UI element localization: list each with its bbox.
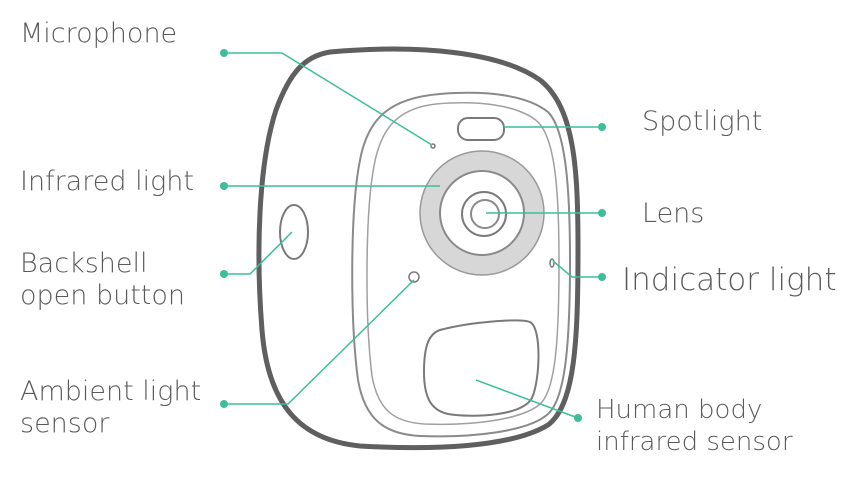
leader-lens-dot — [598, 209, 606, 217]
leader-backshell — [224, 231, 293, 275]
camera-front-face — [351, 91, 572, 438]
leader-microphone — [224, 52, 433, 146]
spotlight-shape — [457, 117, 505, 141]
indicator-light-shape — [549, 258, 555, 268]
leader-indicator-light — [552, 260, 602, 278]
leader-ambient-light-dot — [220, 400, 228, 408]
camera-outer-shell — [256, 46, 581, 451]
label-ambient-line2: sensor — [20, 408, 110, 439]
leader-microphone-dot — [220, 49, 228, 57]
lens-outer — [461, 191, 507, 237]
label-backshell-open-button: Backshell open button — [20, 248, 185, 312]
label-backshell-line1: Backshell — [20, 248, 148, 279]
label-indicator-light: Indicator light — [622, 262, 837, 298]
label-microphone: Microphone — [20, 18, 178, 49]
leader-indicator-light-dot — [598, 273, 606, 281]
leader-spotlight-dot — [598, 123, 606, 131]
label-ambient-light-sensor: Ambient light sensor — [20, 376, 201, 440]
leader-human-sensor — [475, 379, 579, 419]
leader-ambient-light — [224, 279, 415, 405]
lens-inner — [470, 199, 500, 229]
backshell-open-button-shape — [279, 204, 309, 260]
camera-front-face-inner — [366, 102, 560, 426]
leader-infrared-light-dot — [220, 182, 228, 190]
label-lens: Lens — [642, 198, 705, 229]
human-body-sensor-shape — [422, 319, 540, 417]
label-spotlight: Spotlight — [642, 106, 763, 137]
label-ambient-line1: Ambient light — [20, 376, 202, 407]
label-infrared-light: Infrared light — [20, 166, 194, 197]
leader-human-sensor-dot — [574, 414, 582, 422]
label-human-body-infrared-sensor: Human body infrared sensor — [596, 394, 793, 458]
microphone-hole — [430, 143, 436, 149]
ambient-light-sensor-shape — [408, 271, 420, 283]
leader-backshell-dot — [220, 270, 228, 278]
label-human-line1: Human body — [596, 395, 763, 425]
label-human-line2: infrared sensor — [596, 427, 793, 457]
label-backshell-line2: open button — [20, 280, 186, 311]
